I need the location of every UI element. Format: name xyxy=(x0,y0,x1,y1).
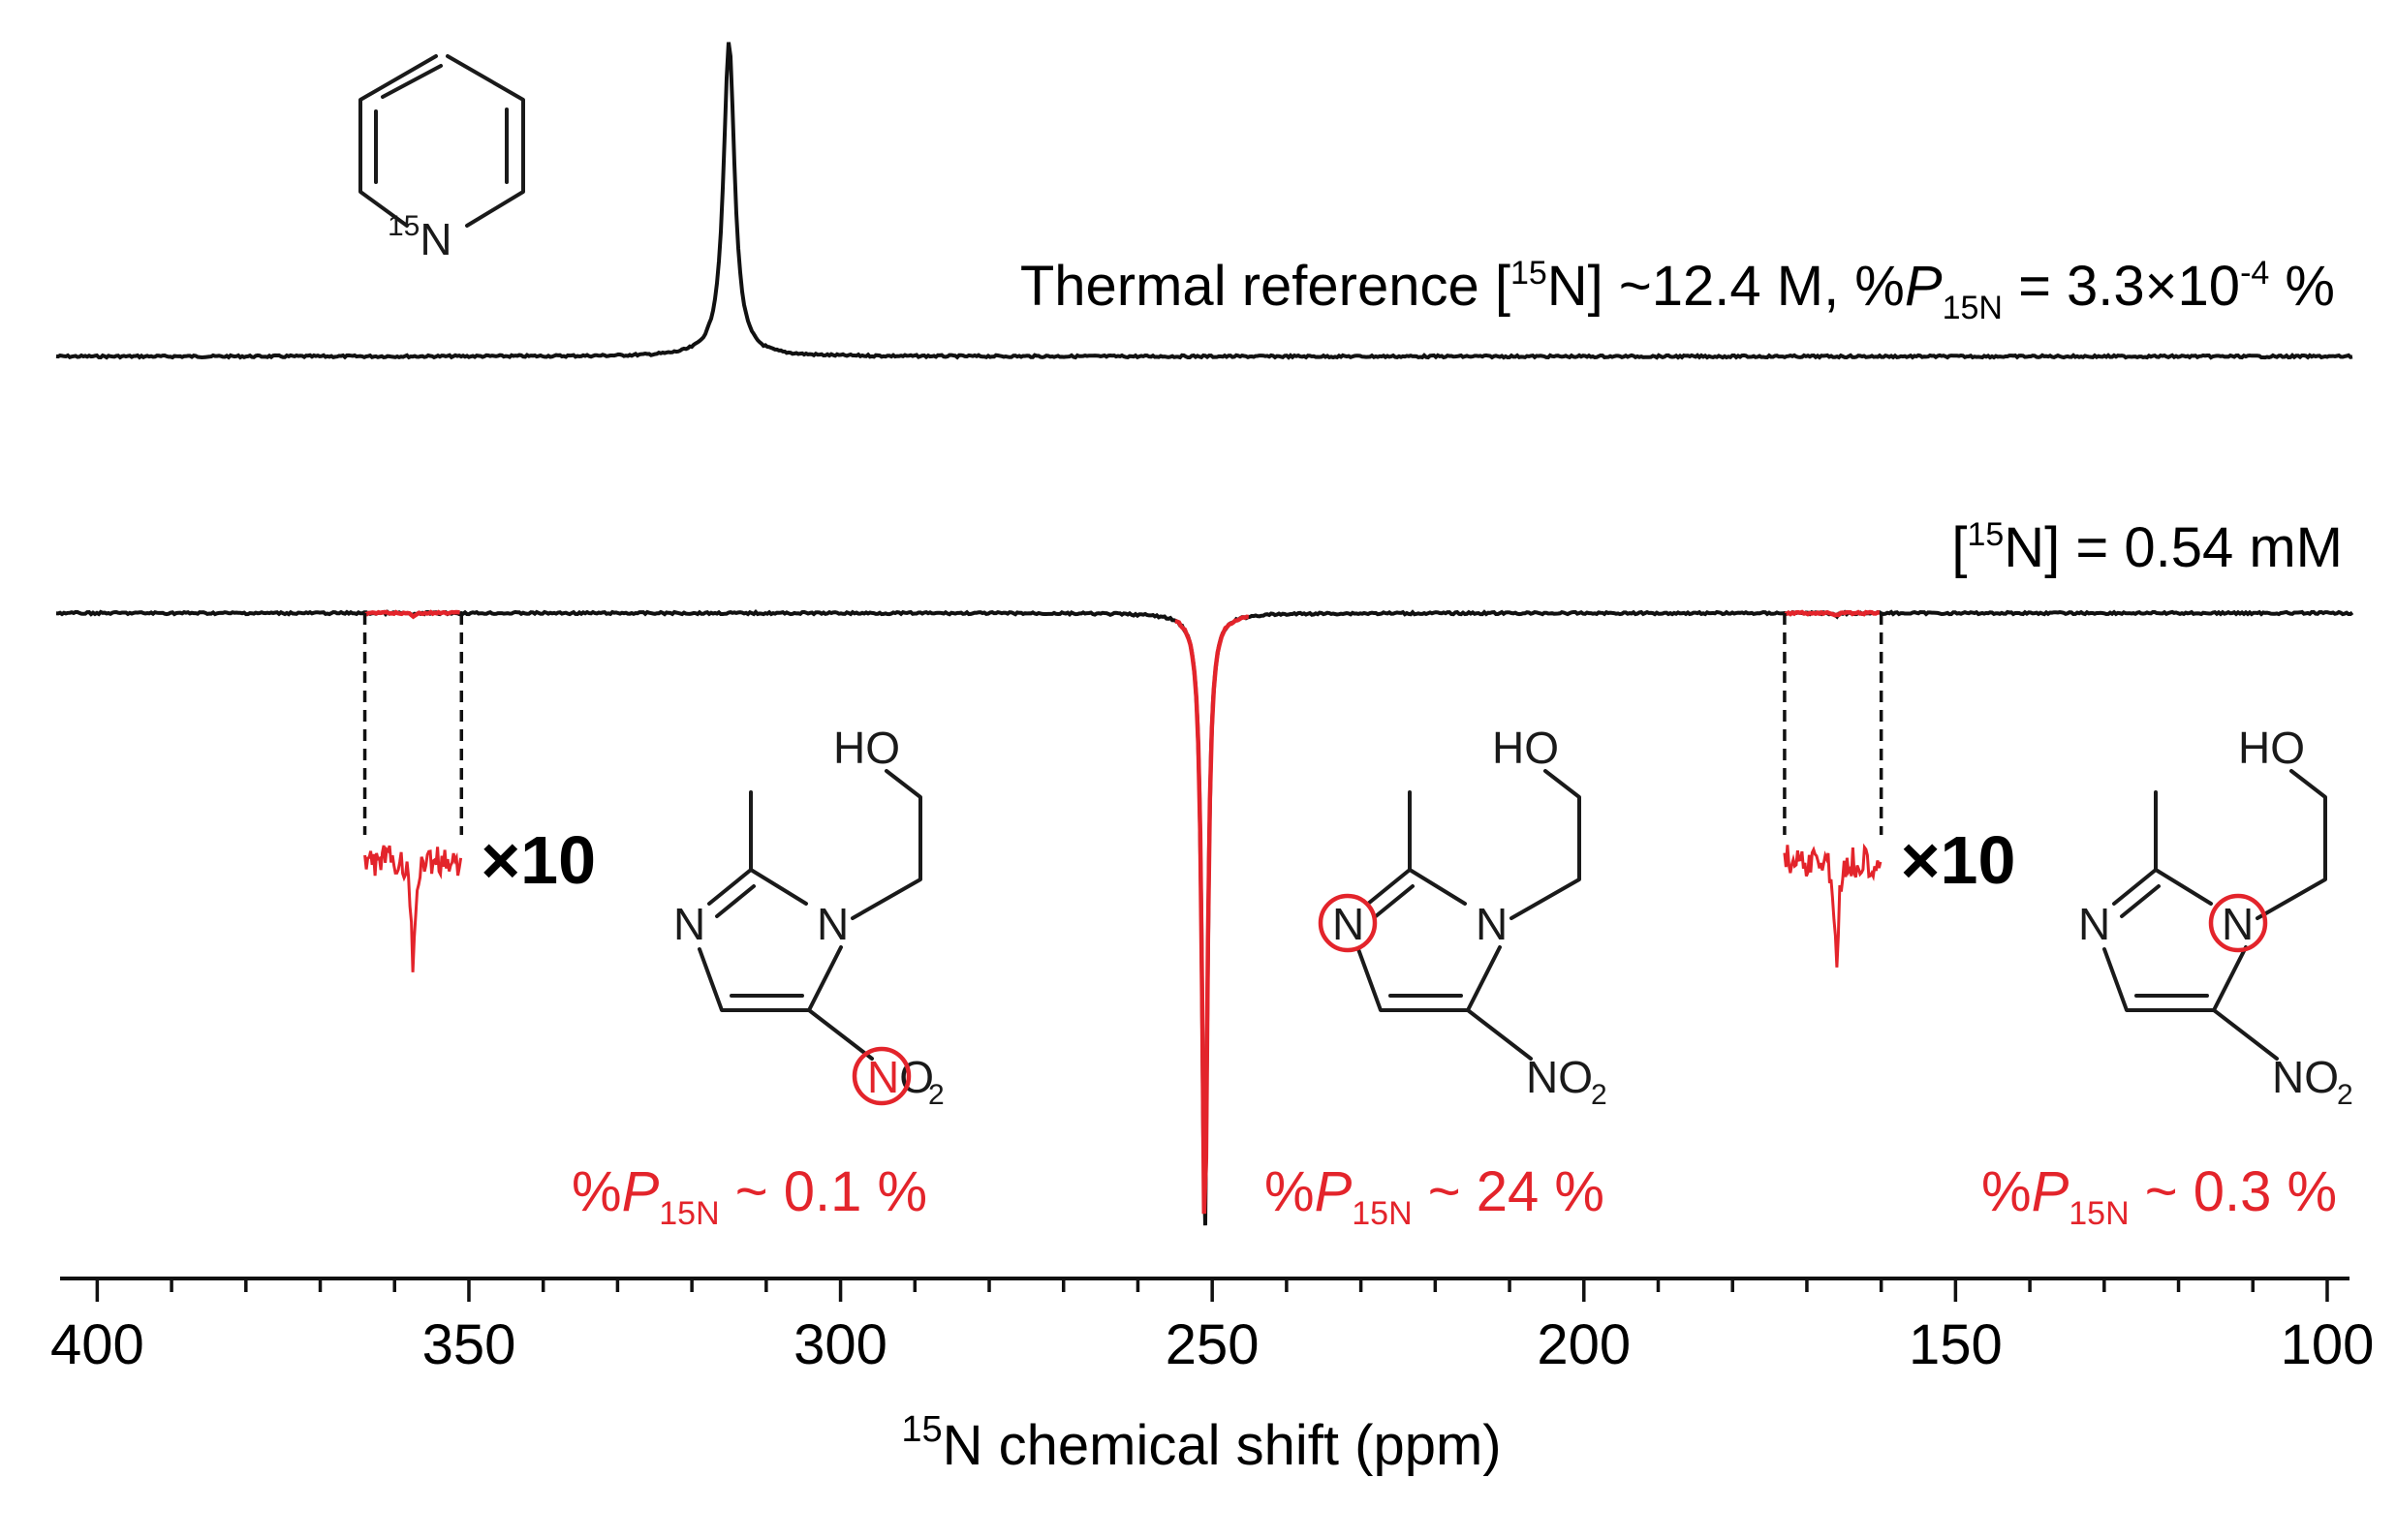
hyperpolarized-annotation: [15N] = 0.54 mM xyxy=(1951,516,2343,579)
metronidazole-1: HO N N NO2 xyxy=(1318,723,1607,1111)
imidazole-double-bonds xyxy=(715,884,804,998)
n3-label: N xyxy=(2078,899,2110,949)
highlight-circle xyxy=(1318,893,1378,953)
inset-zoom-factor-1: ×10 xyxy=(1901,822,2016,898)
hyperpolarized-spectrum xyxy=(55,609,2354,1226)
pyridine-nitrogen-label: 15N xyxy=(388,210,452,264)
thermal-spectrum xyxy=(55,42,2353,360)
no2-subscript: 2 xyxy=(2337,1079,2353,1111)
highlight-circle xyxy=(2208,893,2268,953)
n3-label: N xyxy=(673,899,705,949)
no2-subscript: 2 xyxy=(928,1079,945,1111)
tick-label-100: 100 xyxy=(2281,1313,2375,1376)
pyridine-double-bonds xyxy=(374,64,509,184)
highlight-segment-0 xyxy=(364,609,460,620)
pyridine-structure: 15N xyxy=(358,54,525,264)
thermal-trace xyxy=(55,42,2353,360)
tick-label-400: 400 xyxy=(50,1313,144,1376)
metronidazole-0: HO N N NO2 xyxy=(673,723,945,1111)
highlight-segment-2 xyxy=(1784,609,1881,618)
ho-label: HO xyxy=(2238,723,2305,773)
imidazole-double-bonds xyxy=(1374,884,1463,998)
metronidazole-2: HO N N NO2 xyxy=(2078,723,2353,1111)
polarization-label-n1: %P15N ~ 0.3 % xyxy=(1981,1160,2337,1232)
tick-label-250: 250 xyxy=(1166,1313,1260,1376)
hydroxyethyl-chain xyxy=(2256,769,2327,920)
tick-label-300: 300 xyxy=(793,1313,887,1376)
nitro-bond xyxy=(2212,1008,2279,1061)
no2-label: NO xyxy=(867,1052,934,1102)
zoom-insets: ×10 ×10 xyxy=(362,613,2016,972)
ho-label: HO xyxy=(1492,723,1559,773)
polarization-label-n3: %P15N ~ 24 % xyxy=(1264,1160,1604,1232)
pyridine-ring xyxy=(358,54,525,228)
no2-label: NO xyxy=(1526,1052,1593,1102)
tick-label-150: 150 xyxy=(1909,1313,2003,1376)
inset-trace-0 xyxy=(363,845,463,972)
n1-label: N xyxy=(817,899,849,949)
no2-label: NO xyxy=(2272,1052,2339,1102)
imidazole-double-bonds xyxy=(2120,884,2209,998)
n1-label: N xyxy=(1476,899,1508,949)
n1-label: N xyxy=(2222,899,2254,949)
thermal-annotation: Thermal reference [15N] ~12.4 M, %P15N =… xyxy=(1020,255,2335,326)
hydroxyethyl-chain xyxy=(1509,769,1581,920)
hyperpolarized-highlights xyxy=(364,609,1881,1215)
x-axis: 400 350 300 250 200 150 100 15N chemical shift… xyxy=(50,1277,2374,1477)
tick-label-350: 350 xyxy=(422,1313,516,1376)
ho-label: HO xyxy=(833,723,900,773)
polarization-label-nitro: %P15N ~ 0.1 % xyxy=(572,1160,927,1232)
inset-trace-1 xyxy=(1783,843,1883,968)
highlight-segment-1 xyxy=(1174,614,1250,1215)
nitro-bond xyxy=(1466,1008,1533,1061)
tick-label-200: 200 xyxy=(1537,1313,1631,1376)
x-axis-title: 15N chemical shift (ppm) xyxy=(901,1409,1501,1477)
x-axis-ticks: 400 350 300 250 200 150 100 xyxy=(50,1278,2374,1376)
inset-zoom-factor-0: ×10 xyxy=(481,822,596,898)
no2-subscript: 2 xyxy=(1591,1079,1607,1111)
nitro-bond xyxy=(807,1008,874,1061)
n3-label: N xyxy=(1332,899,1364,949)
hydroxyethyl-chain xyxy=(851,769,922,920)
highlight-circle xyxy=(852,1046,912,1106)
